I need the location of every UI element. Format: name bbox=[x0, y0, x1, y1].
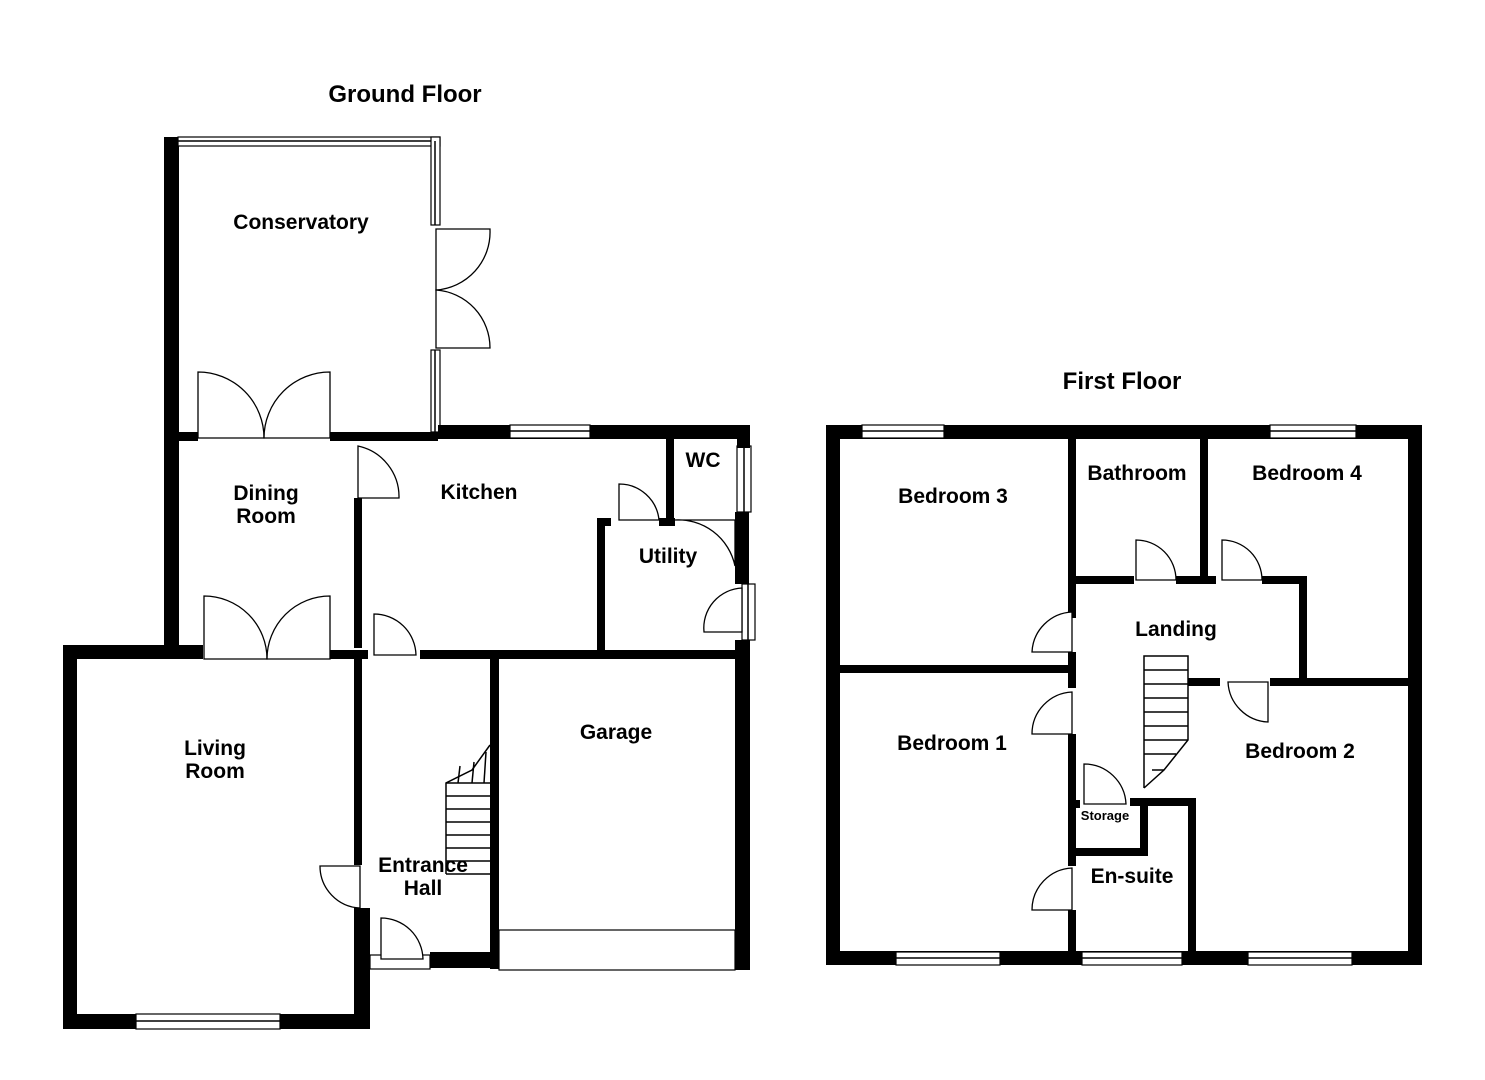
garage-label: Garage bbox=[580, 721, 652, 744]
first-floor-plan bbox=[826, 424, 1422, 966]
conservatory-label: Conservatory bbox=[233, 211, 369, 234]
conservatory-door bbox=[435, 228, 491, 349]
first-stairs bbox=[1143, 655, 1189, 789]
living-room-label-2: Room bbox=[185, 760, 245, 783]
entrance-hall-label: Entrance bbox=[378, 854, 468, 877]
dining-door-top bbox=[197, 371, 331, 439]
bedroom-4-label: Bedroom 4 bbox=[1252, 462, 1362, 485]
ground-floor-plan bbox=[63, 136, 756, 1030]
bathroom-label: Bathroom bbox=[1087, 462, 1186, 485]
bedroom-2-label: Bedroom 2 bbox=[1245, 740, 1355, 763]
ground-stairs bbox=[445, 744, 491, 875]
en-suite-label: En-suite bbox=[1091, 865, 1174, 888]
utility-label: Utility bbox=[639, 545, 698, 568]
kitchen-label: Kitchen bbox=[440, 481, 517, 504]
bedroom-3-label: Bedroom 3 bbox=[898, 485, 1008, 508]
wc-label: WC bbox=[686, 449, 721, 472]
dining-room-label-2: Room bbox=[236, 505, 296, 528]
first-floor-title: First Floor bbox=[1063, 368, 1182, 395]
bedroom-1-label: Bedroom 1 bbox=[897, 732, 1007, 755]
dining-room-label: Dining bbox=[233, 482, 298, 505]
storage-label: Storage bbox=[1081, 808, 1129, 823]
conservatory-walls bbox=[164, 136, 441, 655]
entrance-hall-label-2: Hall bbox=[404, 877, 443, 900]
landing-label: Landing bbox=[1135, 618, 1217, 641]
living-room-label: Living bbox=[184, 737, 246, 760]
ground-floor-title: Ground Floor bbox=[328, 81, 481, 108]
